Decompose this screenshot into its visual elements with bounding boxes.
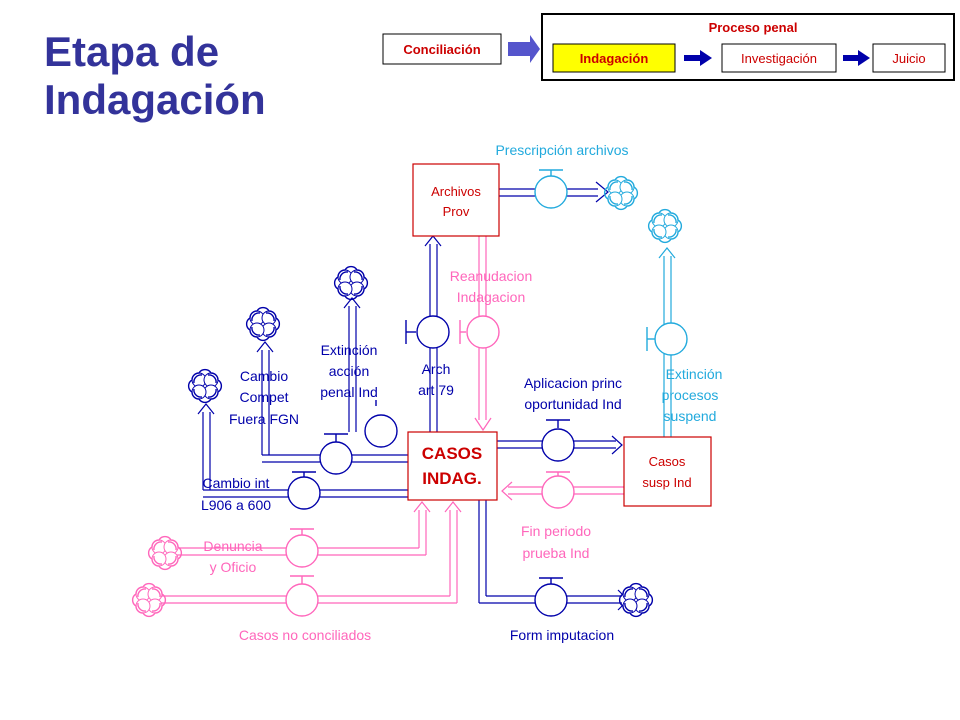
valve-denuncia bbox=[285, 528, 319, 568]
label-aplicacion-2: oportunidad Ind bbox=[524, 396, 621, 412]
label-denuncia-1: Denuncia bbox=[203, 538, 262, 554]
valve-reanudacion bbox=[459, 315, 500, 349]
valve-casos-no-conciliados bbox=[285, 575, 319, 617]
label-extincion-procesos-2: procesos bbox=[662, 387, 719, 403]
label-casos-no-conciliados: Casos no conciliados bbox=[239, 627, 371, 643]
stock-casos-indag: CASOS INDAG. bbox=[407, 431, 498, 501]
conciliacion-label: Conciliación bbox=[403, 42, 480, 57]
label-denuncia-2: y Oficio bbox=[210, 559, 257, 575]
stage-investigacion-label: Investigación bbox=[741, 51, 817, 66]
stage-indagacion-label: Indagación bbox=[580, 51, 649, 66]
valve-arch79 bbox=[405, 315, 450, 349]
label-prescripcion: Prescripción archivos bbox=[495, 142, 628, 158]
label-extincion-accion-3: penal Ind bbox=[320, 384, 378, 400]
stock-susp-line1: Casos bbox=[649, 454, 686, 469]
label-aplicacion-1: Aplicacion princ bbox=[524, 375, 622, 391]
valve-extincion-accion bbox=[364, 400, 398, 448]
label-extincion-accion-2: acción bbox=[329, 363, 369, 379]
stage-indagacion bbox=[552, 43, 676, 73]
label-form-imputacion: Form imputacion bbox=[510, 627, 614, 643]
valve-aplicacion bbox=[541, 419, 575, 462]
stock-casos-susp: Casos susp Ind bbox=[623, 436, 712, 507]
stock-susp-line2: susp Ind bbox=[642, 475, 691, 490]
proceso-penal-label: Proceso penal bbox=[709, 20, 798, 35]
stock-casos-line1: CASOS bbox=[422, 444, 482, 463]
label-fin-periodo-1: Fin periodo bbox=[521, 523, 591, 539]
label-arch79-2: art 79 bbox=[418, 382, 454, 398]
label-cambio-compet-1: Cambio bbox=[240, 368, 288, 384]
conciliacion-arrow-icon bbox=[508, 35, 540, 63]
valve-fin-periodo bbox=[541, 471, 575, 509]
cloud-icon bbox=[618, 582, 654, 618]
stock-casos-line2: INDAG. bbox=[422, 469, 482, 488]
label-cambio-int-2: L906 a 600 bbox=[201, 497, 271, 513]
cloud-icon bbox=[333, 265, 369, 301]
cloud-icon bbox=[245, 306, 281, 342]
valve-form-imputacion bbox=[534, 577, 568, 617]
label-extincion-procesos-1: Extinción bbox=[666, 366, 723, 382]
stage-juicio bbox=[872, 43, 946, 73]
conciliacion-box bbox=[382, 33, 502, 65]
label-cambio-compet-2: Compet bbox=[239, 389, 288, 405]
cloud-icon bbox=[187, 368, 223, 404]
flow-extincion-accion bbox=[343, 297, 361, 432]
valve-extincion-procesos bbox=[646, 322, 688, 356]
stock-archivos-prov: Archivos Prov bbox=[412, 163, 500, 237]
valve-cambio-compet bbox=[319, 433, 353, 475]
title-line-1: Etapa de bbox=[44, 28, 220, 75]
stock-archivos-line2: Prov bbox=[443, 204, 470, 219]
cloud-icon bbox=[603, 175, 639, 211]
label-cambio-int-1: Cambio int bbox=[203, 475, 270, 491]
arrow-right-icon bbox=[843, 50, 870, 66]
cloud-icon bbox=[131, 582, 167, 618]
label-reanudacion-2: Indagacion bbox=[457, 289, 526, 305]
stage-investigacion bbox=[721, 43, 837, 73]
title-line-2: Indagación bbox=[44, 76, 266, 123]
stage-juicio-label: Juicio bbox=[892, 51, 925, 66]
stock-archivos-line1: Archivos bbox=[431, 184, 481, 199]
valve-cambio-int bbox=[287, 471, 321, 510]
valve-prescripcion bbox=[534, 169, 568, 209]
label-cambio-compet-3: Fuera FGN bbox=[229, 411, 299, 427]
label-fin-periodo-2: prueba Ind bbox=[523, 545, 590, 561]
page-title: Etapa de Indagación bbox=[44, 28, 266, 124]
label-arch79-1: Arch bbox=[422, 361, 451, 377]
process-bar: Conciliación Proceso penal Indagación In… bbox=[382, 13, 955, 81]
cloud-icon bbox=[147, 535, 183, 571]
cloud-icon bbox=[647, 208, 683, 244]
label-extincion-procesos-3: suspend bbox=[664, 408, 717, 424]
arrow-right-icon bbox=[684, 50, 712, 66]
label-reanudacion-1: Reanudacion bbox=[450, 268, 533, 284]
label-extincion-accion-1: Extinción bbox=[321, 342, 378, 358]
